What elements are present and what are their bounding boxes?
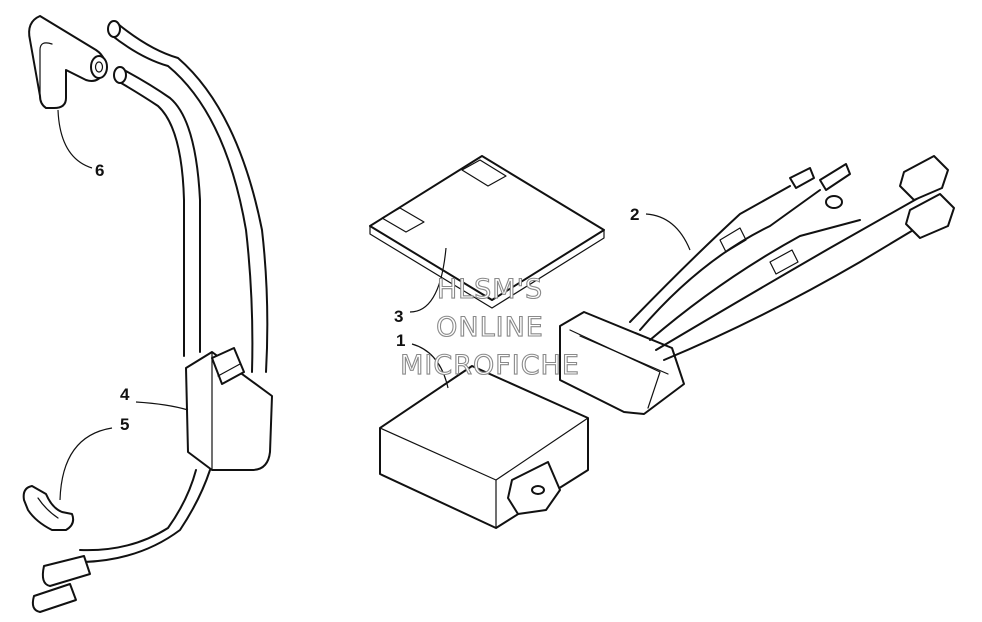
leader-lines — [57, 109, 691, 501]
cable-clip — [22, 485, 75, 531]
wiring-harness — [559, 155, 955, 415]
callout-1: 1 — [396, 331, 405, 350]
ignition-coil — [31, 20, 273, 613]
watermark-line-1: HLSM'S — [437, 274, 543, 305]
callout-6: 6 — [95, 161, 104, 180]
callout-5: 5 — [120, 415, 129, 434]
callout-3: 3 — [394, 307, 403, 326]
spark-plug-cap — [28, 15, 108, 109]
watermark-line-3: MICROFICHE — [400, 350, 580, 381]
callout-2: 2 — [630, 205, 639, 224]
callout-4: 4 — [120, 385, 130, 404]
cdi-module — [379, 365, 589, 529]
watermark-line-2: ONLINE — [436, 312, 544, 343]
mounting-pad — [369, 155, 605, 309]
